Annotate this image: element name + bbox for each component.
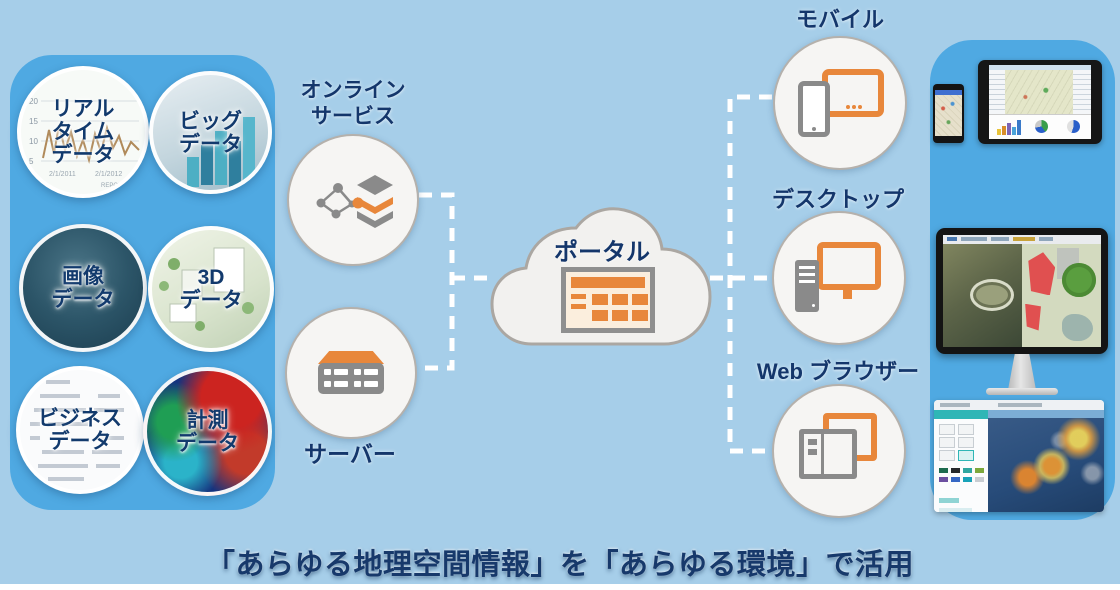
portal-icon (561, 267, 655, 333)
big-data-circle: ビッグ データ (149, 71, 272, 194)
spreadsheet-decoration (30, 380, 124, 481)
line-chart-decoration: 20 15 10 5 2/1/2011 2/1/2012 REPORT (29, 97, 140, 189)
web-browser-label: Web ブラウザー (756, 359, 920, 384)
svg-text:15: 15 (29, 117, 38, 126)
server-label: サーバー (304, 441, 396, 467)
svg-text:2/1/2011: 2/1/2011 (49, 171, 76, 178)
web-browser-icon (793, 413, 885, 489)
realtime-data-circle: 20 15 10 5 2/1/2011 2/1/2012 REPORT リアル … (17, 66, 149, 198)
desktop-monitor-screenshot (936, 228, 1108, 354)
online-services-icon (316, 175, 393, 228)
diagram-caption: 「あらゆる地理空間情報」を「あらゆる環境」で活用 (205, 549, 914, 581)
threed-data-label: 3D データ (179, 265, 243, 312)
desktop-icon (791, 236, 887, 320)
mobile-label: モバイル (795, 7, 884, 32)
desktop-label: デスクトップ (771, 187, 904, 212)
big-data-label: ビッグ データ (179, 109, 242, 156)
city-3d-decoration (159, 247, 254, 331)
svg-text:2/1/2012: 2/1/2012 (95, 171, 122, 178)
phone-screenshot (933, 84, 964, 143)
svg-text:20: 20 (29, 97, 38, 106)
mobile-node (773, 36, 907, 170)
portal-label: ポータル (554, 239, 650, 266)
measurement-data-circle: 計測 データ (143, 367, 272, 496)
bottom-white-strip (0, 584, 1120, 590)
monitor-base (986, 388, 1058, 395)
threed-data-circle: 3D データ (148, 226, 274, 352)
bar-3d-decoration (187, 117, 255, 189)
measurement-data-label: 計測 データ (176, 408, 239, 455)
online-services-label: オンライン サービス (300, 79, 406, 129)
mobile-icon (792, 61, 888, 145)
server-icon (318, 351, 384, 395)
desktop-node (772, 211, 906, 345)
svg-text:5: 5 (29, 157, 34, 166)
svg-text:10: 10 (29, 137, 38, 146)
server-node (285, 307, 417, 439)
svg-text:REPORT: REPORT (101, 183, 126, 189)
realtime-data-label: リアル タイム データ (51, 97, 115, 167)
business-data-circle: ビジネス データ (16, 366, 144, 494)
web-browser-node (772, 384, 906, 518)
imagery-data-circle: 画像 データ (19, 224, 147, 352)
imagery-data-label: 画像 データ (51, 264, 115, 311)
web-app-screenshot (934, 400, 1104, 512)
business-data-label: ビジネス データ (38, 406, 122, 453)
tablet-screenshot (978, 60, 1102, 144)
online-services-node (287, 134, 419, 266)
